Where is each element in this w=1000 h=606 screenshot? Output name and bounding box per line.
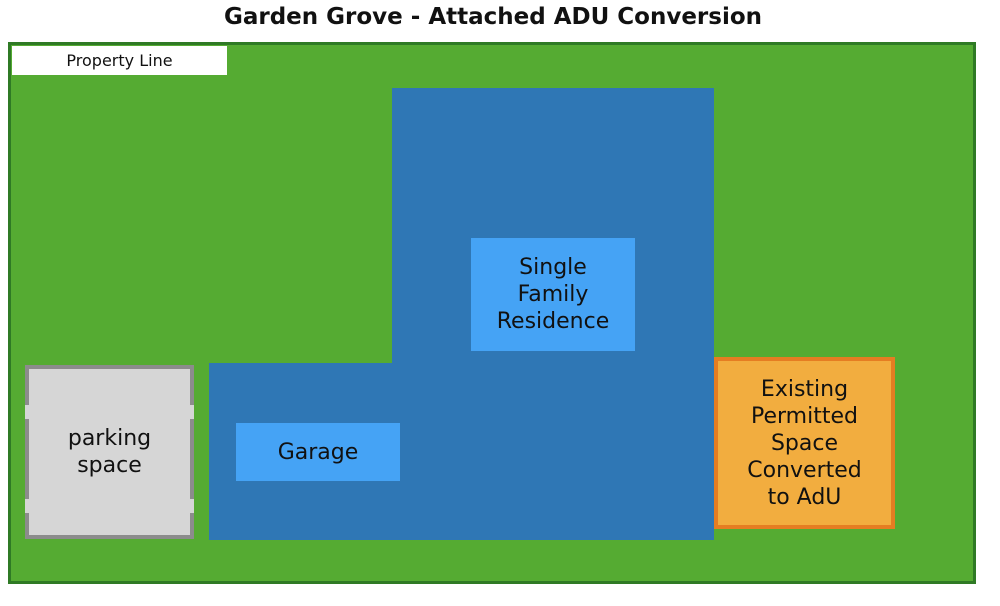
adu-label-line: to AdU — [767, 484, 842, 510]
parking-border-gap — [25, 405, 29, 419]
parking-border-gap — [190, 499, 194, 513]
sfr-label-line: Single — [519, 255, 587, 280]
parking-space-box: parking space — [25, 365, 194, 539]
single-family-residence-label: Single Family Residence — [471, 238, 635, 351]
parking-border-gap — [190, 405, 194, 419]
property-line-label: Property Line — [12, 46, 227, 75]
adu-conversion-box: Existing Permitted Space Converted to Ad… — [714, 357, 895, 529]
garage-label: Garage — [236, 423, 400, 481]
parking-label-line: parking — [67, 426, 152, 451]
adu-label-line: Permitted — [751, 403, 858, 429]
sfr-label-line: Family — [517, 282, 589, 307]
parking-label-line: space — [77, 453, 142, 478]
adu-label-line: Existing — [760, 376, 849, 402]
adu-label-line: Converted — [747, 457, 862, 483]
diagram-title: Garden Grove - Attached ADU Conversion — [223, 4, 763, 30]
adu-label-line: Space — [770, 430, 839, 456]
sfr-label-line: Residence — [496, 309, 610, 334]
parking-border-gap — [25, 499, 29, 513]
